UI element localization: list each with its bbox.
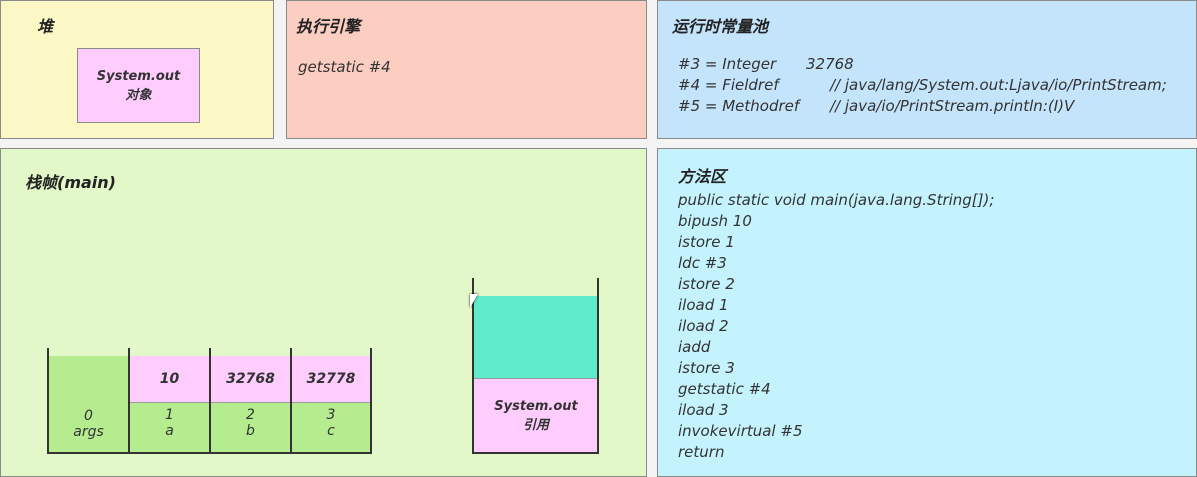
pool-entry: #4 = Fieldref // java/lang/System.out:Lja… — [678, 76, 1188, 97]
operand-stack-empty-slot — [474, 296, 598, 378]
pool-entry: #3 = Integer 32768 — [678, 55, 1188, 76]
bytecode-line: iload 3 — [678, 401, 729, 419]
slot-value: 10 — [130, 356, 209, 403]
slot-index: 2 — [246, 407, 255, 423]
bytecode-line: istore 3 — [678, 359, 735, 377]
pool-entry-value: // java/lang/System.out:Ljava/io/PrintSt… — [830, 76, 1167, 94]
slot-index: 3 — [326, 407, 336, 423]
bytecode-line: ldc #3 — [678, 254, 727, 272]
bytecode-line: istore 2 — [678, 275, 735, 293]
execution-engine-panel: 执行引擎 getstatic #4 — [286, 0, 647, 139]
pool-entry-value: // java/io/PrintStream.println:(I)V — [830, 97, 1075, 115]
bytecode-line: invokevirtual #5 — [678, 422, 803, 440]
slot-value: 32778 — [292, 356, 370, 403]
bytecode-line: iload 2 — [678, 317, 729, 335]
stack-bottom — [472, 452, 599, 454]
method-area-panel: 方法区 public static void main(java.lang.St… — [657, 148, 1197, 477]
bytecode-line: bipush 10 — [678, 212, 752, 230]
runtime-constant-pool-panel: 运行时常量池 #3 = Integer 32768 #4 = Fieldref // … — [657, 0, 1197, 139]
bytecode-line: getstatic #4 — [678, 380, 771, 398]
mouse-cursor-icon — [470, 294, 478, 308]
pool-entry: #5 = Methodref // java/io/PrintStream.pri… — [678, 97, 1188, 118]
pool-title: 运行时常量池 — [672, 17, 769, 36]
pool-entry-value: 32768 — [806, 55, 854, 73]
slot-divider — [47, 348, 49, 454]
system-out-object: System.out 对象 — [77, 48, 200, 123]
stack-wall-right — [597, 278, 599, 454]
pool-entry-key: #4 = Fieldref — [678, 76, 779, 94]
slot-name: b — [246, 423, 255, 439]
slot-value: 32768 — [211, 356, 290, 403]
slot-index: 1 — [165, 407, 174, 423]
engine-title: 执行引擎 — [296, 17, 361, 36]
pool-entry-key: #5 = Methodref — [678, 97, 800, 115]
bytecode-line: istore 1 — [678, 233, 735, 251]
bytecode-line: iload 1 — [678, 296, 729, 314]
bytecode-line: iadd — [678, 338, 711, 356]
object-name: System.out — [96, 69, 181, 84]
slot-divider — [128, 348, 130, 454]
current-instruction: getstatic #4 — [298, 58, 391, 76]
operand-stack-item: System.out 引用 — [474, 378, 598, 452]
method-area-title: 方法区 — [678, 167, 727, 186]
heap-title: 堆 — [37, 17, 54, 36]
slot-divider — [370, 348, 372, 454]
slot-divider — [290, 348, 292, 454]
slot-name: a — [165, 423, 174, 439]
object-label: 对象 — [125, 88, 152, 103]
pool-entry-key: #3 = Integer — [678, 55, 777, 73]
heap-panel: 堆 System.out 对象 — [0, 0, 274, 139]
slot-name: args — [73, 424, 104, 440]
bytecode-line: public static void main(java.lang.String… — [678, 191, 995, 209]
bytecode-line: return — [678, 443, 725, 461]
frame-title: 栈帧(main) — [25, 173, 116, 192]
slot-name: c — [327, 423, 335, 439]
table-bottom — [47, 452, 372, 454]
slot-index: 0 — [84, 408, 93, 424]
operand-item-name: System.out — [494, 399, 578, 414]
stack-wall-left — [472, 278, 474, 454]
slot-divider — [209, 348, 211, 454]
operand-item-label: 引用 — [522, 418, 549, 433]
